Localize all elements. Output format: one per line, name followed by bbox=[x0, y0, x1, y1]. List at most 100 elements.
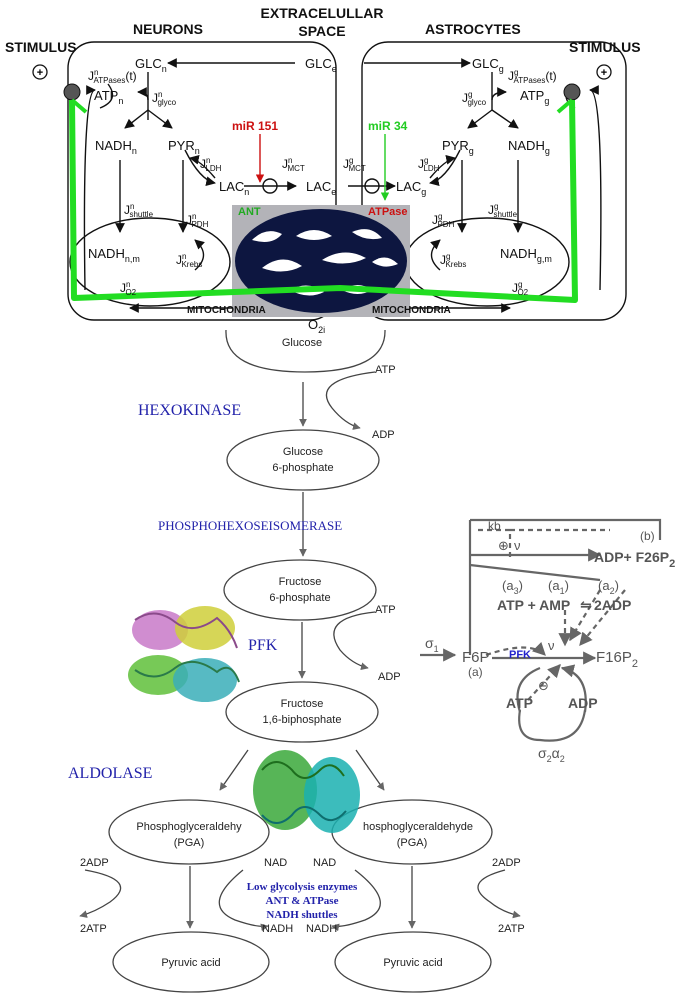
green-flux-path bbox=[69, 99, 578, 303]
atp-right-label: 2ATP bbox=[498, 923, 525, 935]
nadh-gm: NADHg,m bbox=[500, 246, 552, 264]
extracellular-header: EXTRACELULLAR bbox=[261, 5, 384, 21]
pfk-adp-f26p: ADP+ F26P2 bbox=[594, 549, 675, 570]
nadh-g: NADHg bbox=[508, 138, 550, 156]
nadh-right-label: NADH bbox=[306, 923, 337, 935]
pfk-plus-icon: ⊕ bbox=[498, 538, 509, 553]
pga-right-label-1: hosphoglyceraldehyde bbox=[363, 821, 473, 833]
mir34-label: miR 34 bbox=[368, 119, 408, 133]
stimulus-right-node bbox=[563, 83, 581, 101]
pfk-adp: ADP bbox=[568, 695, 598, 711]
pga-right-label-2: (PGA) bbox=[397, 837, 428, 849]
pfk-eq-left: ATP + AMP bbox=[497, 597, 570, 613]
pfk-sigma1: σ1 bbox=[425, 635, 439, 654]
pga-left-label-2: (PGA) bbox=[174, 837, 205, 849]
atp-n: ATPn bbox=[94, 88, 123, 106]
pyr-n: PYRn bbox=[168, 138, 200, 156]
pfk-a-label: (a) bbox=[468, 665, 483, 679]
glc-n: GLCn bbox=[135, 56, 167, 74]
glc-e: GLCe bbox=[305, 56, 337, 74]
ant-label: ANT bbox=[238, 206, 261, 218]
f16bp-ellipse bbox=[225, 681, 379, 743]
nad-right-label: NAD bbox=[313, 857, 336, 869]
pfk-eq-arrow: ⇋ bbox=[580, 597, 592, 613]
note-line-2: ANT & ATPase bbox=[266, 895, 339, 907]
pfk-b: (b) bbox=[640, 529, 655, 543]
neuron-cell bbox=[67, 41, 337, 321]
pfk-pfk: PFK bbox=[509, 649, 531, 661]
atpase-label: ATPase bbox=[368, 206, 408, 218]
nadh-nm: NADHn,m bbox=[88, 246, 140, 264]
note-line-3: NADH shuttles bbox=[266, 909, 338, 921]
atp1-label: ATP bbox=[375, 364, 396, 376]
pfk-a2: (a2) bbox=[598, 578, 619, 596]
pfk-kinetic-model bbox=[420, 518, 662, 742]
atp-left-label: 2ATP bbox=[80, 923, 107, 935]
nadh-n: NADHn bbox=[95, 138, 137, 156]
lac-e: LACe bbox=[306, 179, 336, 197]
pfk-a1: (a1) bbox=[548, 578, 569, 596]
pfk-label: PFK bbox=[248, 637, 278, 654]
note-line-1: Low glycolysis enzymes bbox=[247, 881, 358, 893]
neurons-header: NEURONS bbox=[133, 21, 203, 37]
stimulus-markers: + + bbox=[32, 64, 612, 101]
phi-label: PHOSPHOHEXOSEISOMERASE bbox=[158, 518, 342, 533]
pfk-kb: kb bbox=[488, 519, 501, 533]
g6p-label-1: Glucose bbox=[283, 446, 323, 458]
pfk-eq-right: 2ADP bbox=[594, 597, 631, 613]
pyruvic-right-label: Pyruvic acid bbox=[383, 957, 442, 969]
pfk-f6p: F6P bbox=[462, 649, 490, 666]
pfk-sigma2: σ2α2 bbox=[538, 745, 565, 764]
lac-n: LACn bbox=[219, 179, 249, 197]
glc-g: GLCg bbox=[472, 56, 504, 74]
stimulus-right-label: STIMULUS bbox=[569, 39, 641, 55]
pyr-g: PYRg bbox=[442, 138, 474, 156]
atp2-label: ATP bbox=[375, 604, 396, 616]
f16bp-label-1: Fructose bbox=[281, 698, 324, 710]
nadh-left-label: NADH bbox=[262, 923, 293, 935]
adp-right-label: 2ADP bbox=[492, 857, 521, 869]
adp2-label: ADP bbox=[378, 671, 401, 683]
svg-text:+: + bbox=[601, 67, 607, 79]
astrocyte-cell bbox=[361, 41, 627, 321]
pyruvic-right-ellipse bbox=[334, 931, 492, 993]
svg-text:+: + bbox=[37, 67, 43, 79]
mir151-label: miR 151 bbox=[232, 119, 278, 133]
pfk-nu-top: ν bbox=[514, 538, 521, 553]
neuron-mitochondrion bbox=[69, 217, 231, 307]
pfk-protein-structure bbox=[128, 606, 240, 702]
glycolysis-pathway bbox=[79, 329, 521, 993]
glucose-label: Glucose bbox=[282, 337, 322, 349]
f6p-label-2: 6-phosphate bbox=[269, 592, 330, 604]
pfk-nu2: ν bbox=[548, 638, 555, 653]
g6p-ellipse bbox=[226, 429, 380, 491]
o2i: O2i bbox=[308, 317, 325, 335]
lac-g: LACg bbox=[396, 179, 426, 197]
space-header: SPACE bbox=[298, 23, 345, 39]
mitochondrion-image bbox=[232, 205, 410, 317]
mito-left-label: MITOCHONDRIA bbox=[187, 305, 266, 316]
pyruvic-left-label: Pyruvic acid bbox=[161, 957, 220, 969]
stimulus-left-node bbox=[63, 83, 81, 101]
nad-left-label: NAD bbox=[264, 857, 287, 869]
aldolase-protein-structure bbox=[253, 750, 360, 833]
f6p-ellipse bbox=[223, 559, 377, 621]
atp-g: ATPg bbox=[520, 88, 549, 106]
stimulus-right-plus-icon bbox=[596, 64, 612, 80]
pyruvic-left-ellipse bbox=[112, 931, 270, 993]
